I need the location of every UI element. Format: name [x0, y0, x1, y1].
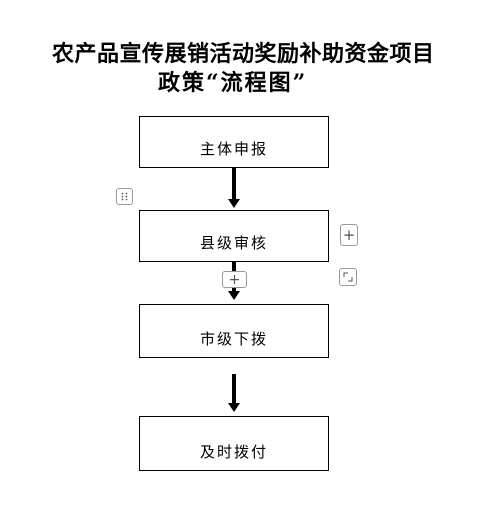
flow-step-timely-payment[interactable]: 及时拨付 [139, 416, 329, 471]
resize-handle[interactable] [339, 268, 357, 286]
page-title-line-1: 农产品宣传展销活动奖励补助资金项目 [52, 41, 435, 67]
flow-step-label: 市级下拨 [199, 330, 268, 348]
flow-step-label: 县级审核 [199, 234, 268, 252]
flow-step-declaration[interactable]: 主体申报 [139, 116, 329, 168]
flow-step-county-review[interactable]: 县级审核 [139, 210, 329, 262]
resize-corner-icon [343, 272, 353, 282]
add-node-below-button[interactable]: + [222, 271, 247, 288]
drag-handle[interactable] [116, 188, 133, 205]
plus-icon: + [228, 271, 241, 288]
arrow-down-icon [228, 168, 240, 210]
page-title-line-2: 政策“流程图” [158, 70, 308, 96]
drag-dots-icon [121, 192, 128, 201]
flow-step-label: 及时拨付 [199, 443, 268, 461]
arrow-down-icon [228, 374, 240, 414]
flow-step-label: 主体申报 [199, 140, 268, 158]
flow-step-city-allocation[interactable]: 市级下拨 [139, 304, 329, 358]
plus-icon: + [342, 225, 356, 244]
add-node-right-button[interactable]: + [340, 224, 358, 246]
